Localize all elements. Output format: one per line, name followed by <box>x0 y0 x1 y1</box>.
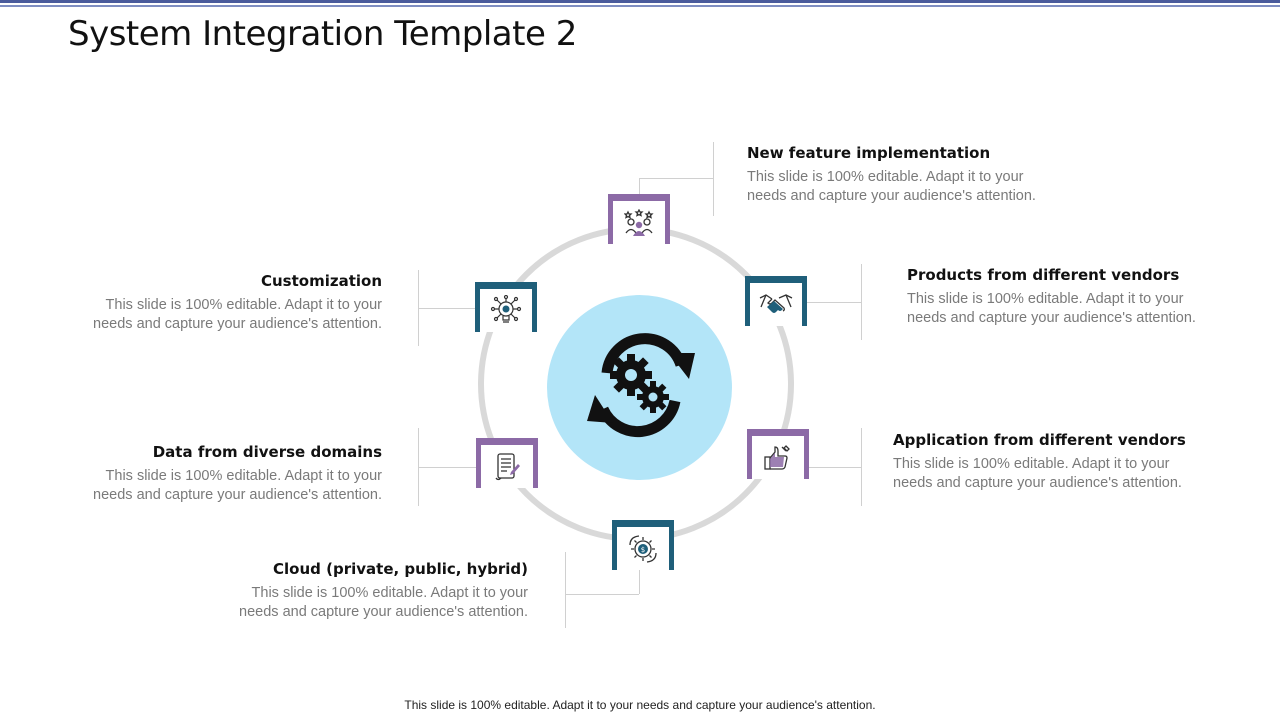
item-new-feature: New feature implementation This slide is… <box>747 144 1036 206</box>
item-text-line: needs and capture your audience's attent… <box>93 316 382 332</box>
node-cloud: $ <box>612 520 674 570</box>
connector <box>861 428 862 506</box>
node-application-vendors <box>747 429 809 479</box>
connector <box>639 178 713 179</box>
node-products-vendors <box>745 276 807 326</box>
item-heading: Products from different vendors <box>907 266 1180 284</box>
document-scroll-icon <box>495 452 520 480</box>
bulb-network-icon <box>490 294 522 323</box>
handshake-icon <box>759 293 793 313</box>
item-text-line: This slide is 100% editable. Adapt it to… <box>893 456 1170 472</box>
footer-note: This slide is 100% editable. Adapt it to… <box>404 698 876 712</box>
node-customization <box>475 282 537 332</box>
gears-sync-icon <box>587 333 695 438</box>
cloud-money-gear-icon: $ <box>629 534 657 563</box>
connector <box>806 302 861 303</box>
item-text-line: needs and capture your audience's attent… <box>93 487 382 503</box>
connector <box>808 467 861 468</box>
team-feature-icon <box>624 208 654 236</box>
item-heading: New feature implementation <box>747 144 991 162</box>
item-text-line: needs and capture your audience's attent… <box>239 604 528 620</box>
item-text-line: needs and capture your audience's attent… <box>893 475 1182 491</box>
thumb-wrench-icon <box>764 444 790 470</box>
top-rule <box>0 0 1280 3</box>
item-heading: Data from diverse domains <box>152 443 382 461</box>
connector <box>418 467 478 468</box>
item-products-vendors: Products from different vendors This sli… <box>907 266 1196 328</box>
item-cloud: Cloud (private, public, hybrid) This sli… <box>239 560 528 622</box>
item-text-line: This slide is 100% editable. Adapt it to… <box>105 297 382 313</box>
item-text-line: needs and capture your audience's attent… <box>747 188 1036 204</box>
center-hub <box>547 295 732 480</box>
item-data-domains: Data from diverse domains This slide is … <box>93 443 382 505</box>
connector <box>565 552 566 628</box>
connector <box>565 594 639 595</box>
connector <box>639 178 640 196</box>
connector <box>713 142 714 216</box>
page-title: System Integration Template 2 <box>68 14 577 54</box>
node-data-domains <box>476 438 538 488</box>
top-rule-thin <box>0 5 1280 7</box>
connector <box>418 308 476 309</box>
item-text-line: This slide is 100% editable. Adapt it to… <box>907 291 1184 307</box>
item-heading: Application from different vendors <box>893 431 1186 449</box>
node-new-feature <box>608 194 670 244</box>
item-text-line: This slide is 100% editable. Adapt it to… <box>105 468 382 484</box>
item-heading: Cloud (private, public, hybrid) <box>273 560 528 578</box>
item-heading: Customization <box>260 272 382 290</box>
item-customization: Customization This slide is 100% editabl… <box>93 272 382 334</box>
svg-text:$: $ <box>641 546 645 554</box>
item-text-line: This slide is 100% editable. Adapt it to… <box>251 585 528 601</box>
item-text-line: This slide is 100% editable. Adapt it to… <box>747 169 1024 185</box>
connector <box>861 264 862 340</box>
connector <box>639 568 640 594</box>
item-application-vendors: Application from different vendors This … <box>893 431 1186 493</box>
item-text-line: needs and capture your audience's attent… <box>907 310 1196 326</box>
